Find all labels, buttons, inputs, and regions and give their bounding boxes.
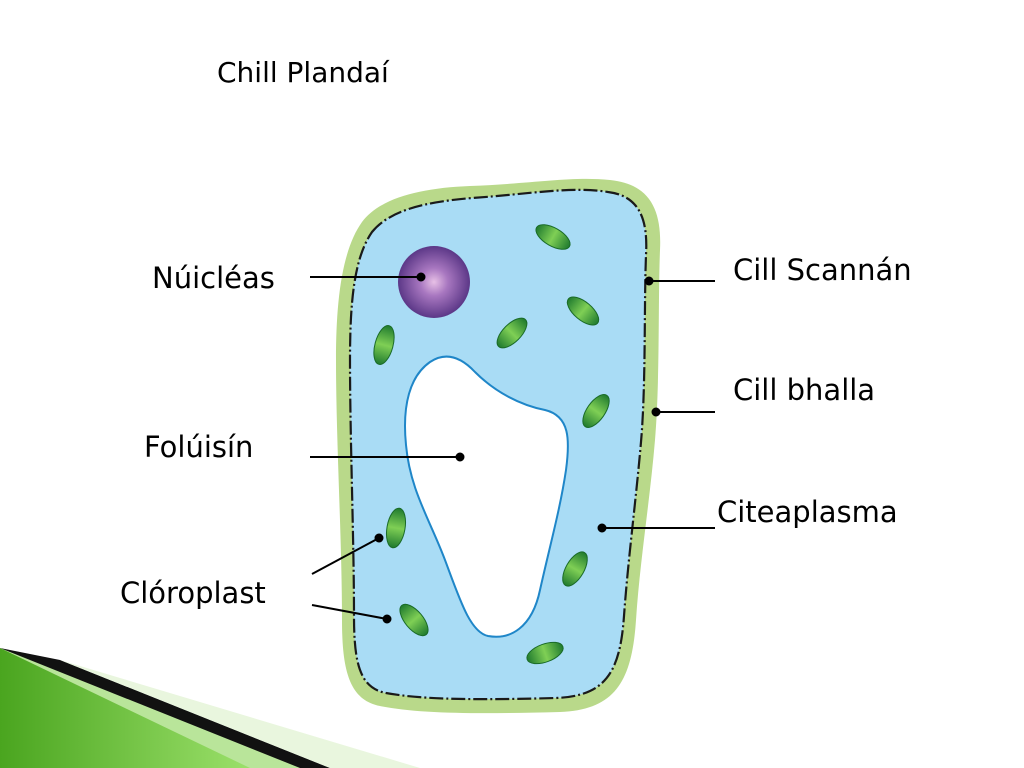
slide-title: Chill Plandaí xyxy=(217,56,389,89)
leader-dot-cytoplasm xyxy=(597,523,607,533)
label-nucleus: Núicléas xyxy=(152,261,275,295)
label-cell-membrane: Cill Scannán xyxy=(733,253,912,287)
leader-dot-cell-membrane xyxy=(644,276,654,286)
cell-membrane xyxy=(348,188,648,701)
label-vacuole: Folúisín xyxy=(144,430,254,464)
label-cell-wall: Cill bhalla xyxy=(733,373,876,407)
chloroplast xyxy=(566,296,600,326)
leader-dot-vacuole xyxy=(455,452,465,462)
leader-line-chloroplast-2 xyxy=(311,604,388,620)
leader-dot-nucleus xyxy=(416,272,426,282)
leader-dot-chloroplast-2 xyxy=(382,614,392,624)
leader-dot-cell-wall xyxy=(651,407,661,417)
chloroplast xyxy=(399,603,429,637)
chloroplast xyxy=(535,224,571,250)
chloroplast xyxy=(496,317,528,349)
chloroplast xyxy=(526,641,564,665)
label-chloroplast: Clóroplast xyxy=(120,576,266,610)
chloroplast xyxy=(562,551,588,587)
chloroplasts xyxy=(373,224,610,665)
chloroplast xyxy=(582,394,610,428)
leader-dot-chloroplast-1 xyxy=(374,533,384,543)
label-cytoplasm: Citeaplasma xyxy=(717,495,898,529)
leader-lines xyxy=(310,272,715,624)
leader-line-chloroplast-1 xyxy=(311,537,380,575)
chloroplast xyxy=(385,507,407,549)
chloroplast xyxy=(373,325,395,365)
vacuole xyxy=(404,355,569,638)
nucleus xyxy=(398,246,470,318)
decorative-green-wedge xyxy=(0,648,420,768)
